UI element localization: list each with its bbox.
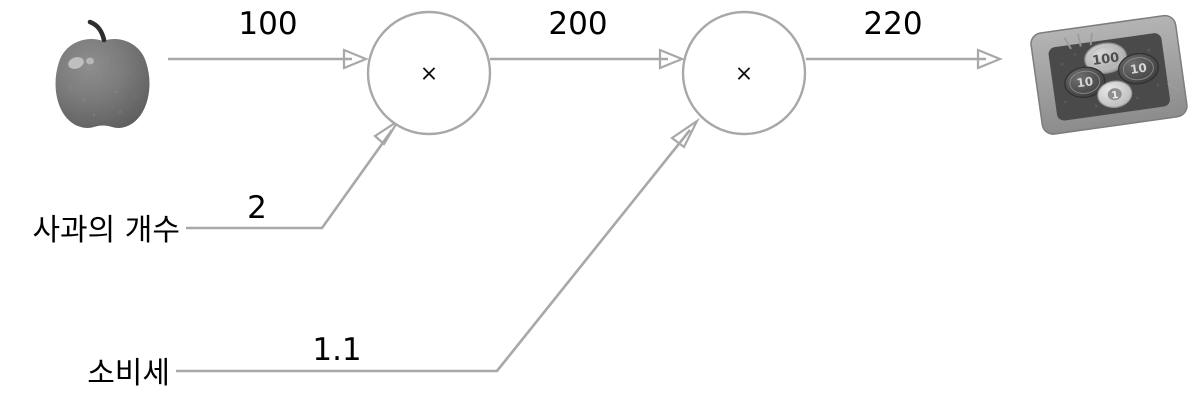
apple-body (55, 39, 150, 128)
apple-stem (87, 19, 107, 43)
coin-1-value: 1 (1111, 90, 1119, 102)
coin-tray-image: 100 10 10 1 (1030, 14, 1188, 135)
arrowhead-taxrate-to-mul2 (670, 117, 700, 149)
edge-label-tax-rate: 1.1 (312, 332, 361, 368)
variable-label-tax-rate: 소비세 (87, 356, 170, 391)
node-mul1-circle[interactable] (366, 10, 492, 136)
node-mul1[interactable]: × (366, 10, 492, 136)
arrowhead-apple-to-mul1 (342, 48, 369, 70)
coin-10-left: 10 (1064, 66, 1106, 99)
edge-label-apple-count: 2 (247, 190, 267, 226)
variable-label-apple-count: 사과의 개수 (32, 213, 180, 248)
coin-10-right-value: 10 (1129, 61, 1147, 77)
edge-label-total: 220 (863, 6, 922, 42)
coin-10-left-value: 10 (1076, 74, 1094, 90)
edge-label-apple-price: 100 (238, 6, 297, 42)
edge-label-subtotal: 200 (548, 6, 607, 42)
apple-highlight-large (68, 57, 84, 69)
coin-tray-ridges (1063, 32, 1180, 92)
arrowhead-applecount-to-mul1 (373, 120, 399, 146)
apple-highlight-small (86, 57, 94, 65)
node-mul2-operator: × (735, 62, 753, 87)
coin-1: 1 (1097, 80, 1133, 108)
apple-speckles (63, 57, 137, 117)
node-mul1-operator: × (420, 62, 438, 87)
wire-taxrate-to-mul2 (176, 129, 692, 373)
arrowhead-mul1-to-mul2 (658, 48, 685, 70)
coin-100-value: 100 (1091, 50, 1120, 69)
coin-100: 100 (1084, 42, 1128, 74)
arrowhead-mul2-to-coins (976, 48, 1003, 70)
wire-applecount-to-mul1 (186, 129, 394, 230)
apple-image (55, 19, 150, 128)
coin-10-right: 10 (1117, 52, 1159, 85)
node-mul2-circle[interactable] (681, 10, 807, 136)
node-mul2[interactable]: × (681, 10, 807, 136)
